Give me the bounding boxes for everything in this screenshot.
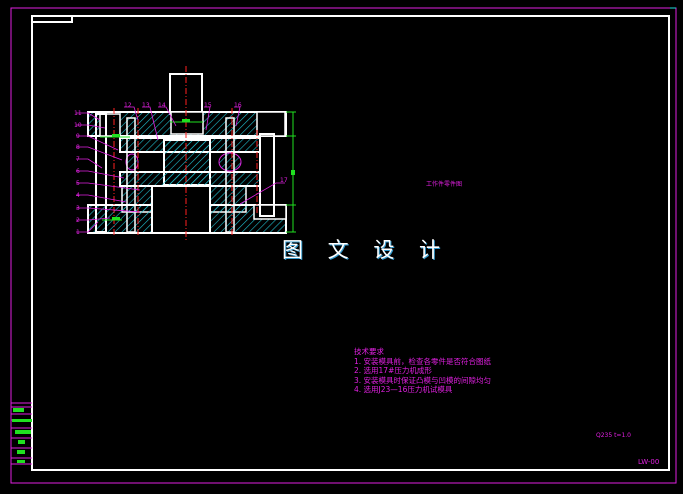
sheet-border <box>10 7 677 484</box>
balloon-16: 16 <box>234 102 242 109</box>
balloon-14: 14 <box>158 102 166 109</box>
balloon-6: 6 <box>76 168 80 175</box>
material-spec: Q235 t=1.0 <box>596 432 632 439</box>
balloon-2: 2 <box>76 217 80 224</box>
balloon-10: 10 <box>74 122 82 129</box>
balloon-12: 12 <box>124 102 132 109</box>
balloon-15: 15 <box>204 102 212 109</box>
tech-req-item: 4. 选用J23—16压力机试模具 <box>354 385 453 395</box>
drawing-number: LW-00 <box>638 458 660 466</box>
tech-req-item: 3. 安装模具时保证凸模与凹模的间隙均匀 <box>354 375 492 385</box>
tech-req-item: 1. 安装模具前，检查各零件是否符合图纸 <box>354 356 492 366</box>
drawing-frame <box>31 15 670 471</box>
balloon-1: 1 <box>76 229 80 236</box>
tech-req-item: 2. 选用17#压力机成形 <box>354 366 432 376</box>
workpiece-label: 工作件零件图 <box>426 181 463 188</box>
balloon-4: 4 <box>76 192 80 199</box>
balloon-17: 17 <box>280 177 288 184</box>
balloon-13: 13 <box>142 102 150 109</box>
balloon-9: 9 <box>76 133 80 140</box>
balloon-3: 3 <box>76 205 80 212</box>
balloon-5: 5 <box>76 180 80 187</box>
assembly-section-view <box>76 66 296 240</box>
balloon-8: 8 <box>76 144 80 151</box>
balloon-11: 11 <box>74 110 82 117</box>
watermark-text: 图 文 设 计 <box>282 238 450 262</box>
balloon-7: 7 <box>76 156 80 163</box>
left-revision-strip <box>11 402 32 465</box>
tech-req-title: 技术要求 <box>354 347 384 356</box>
